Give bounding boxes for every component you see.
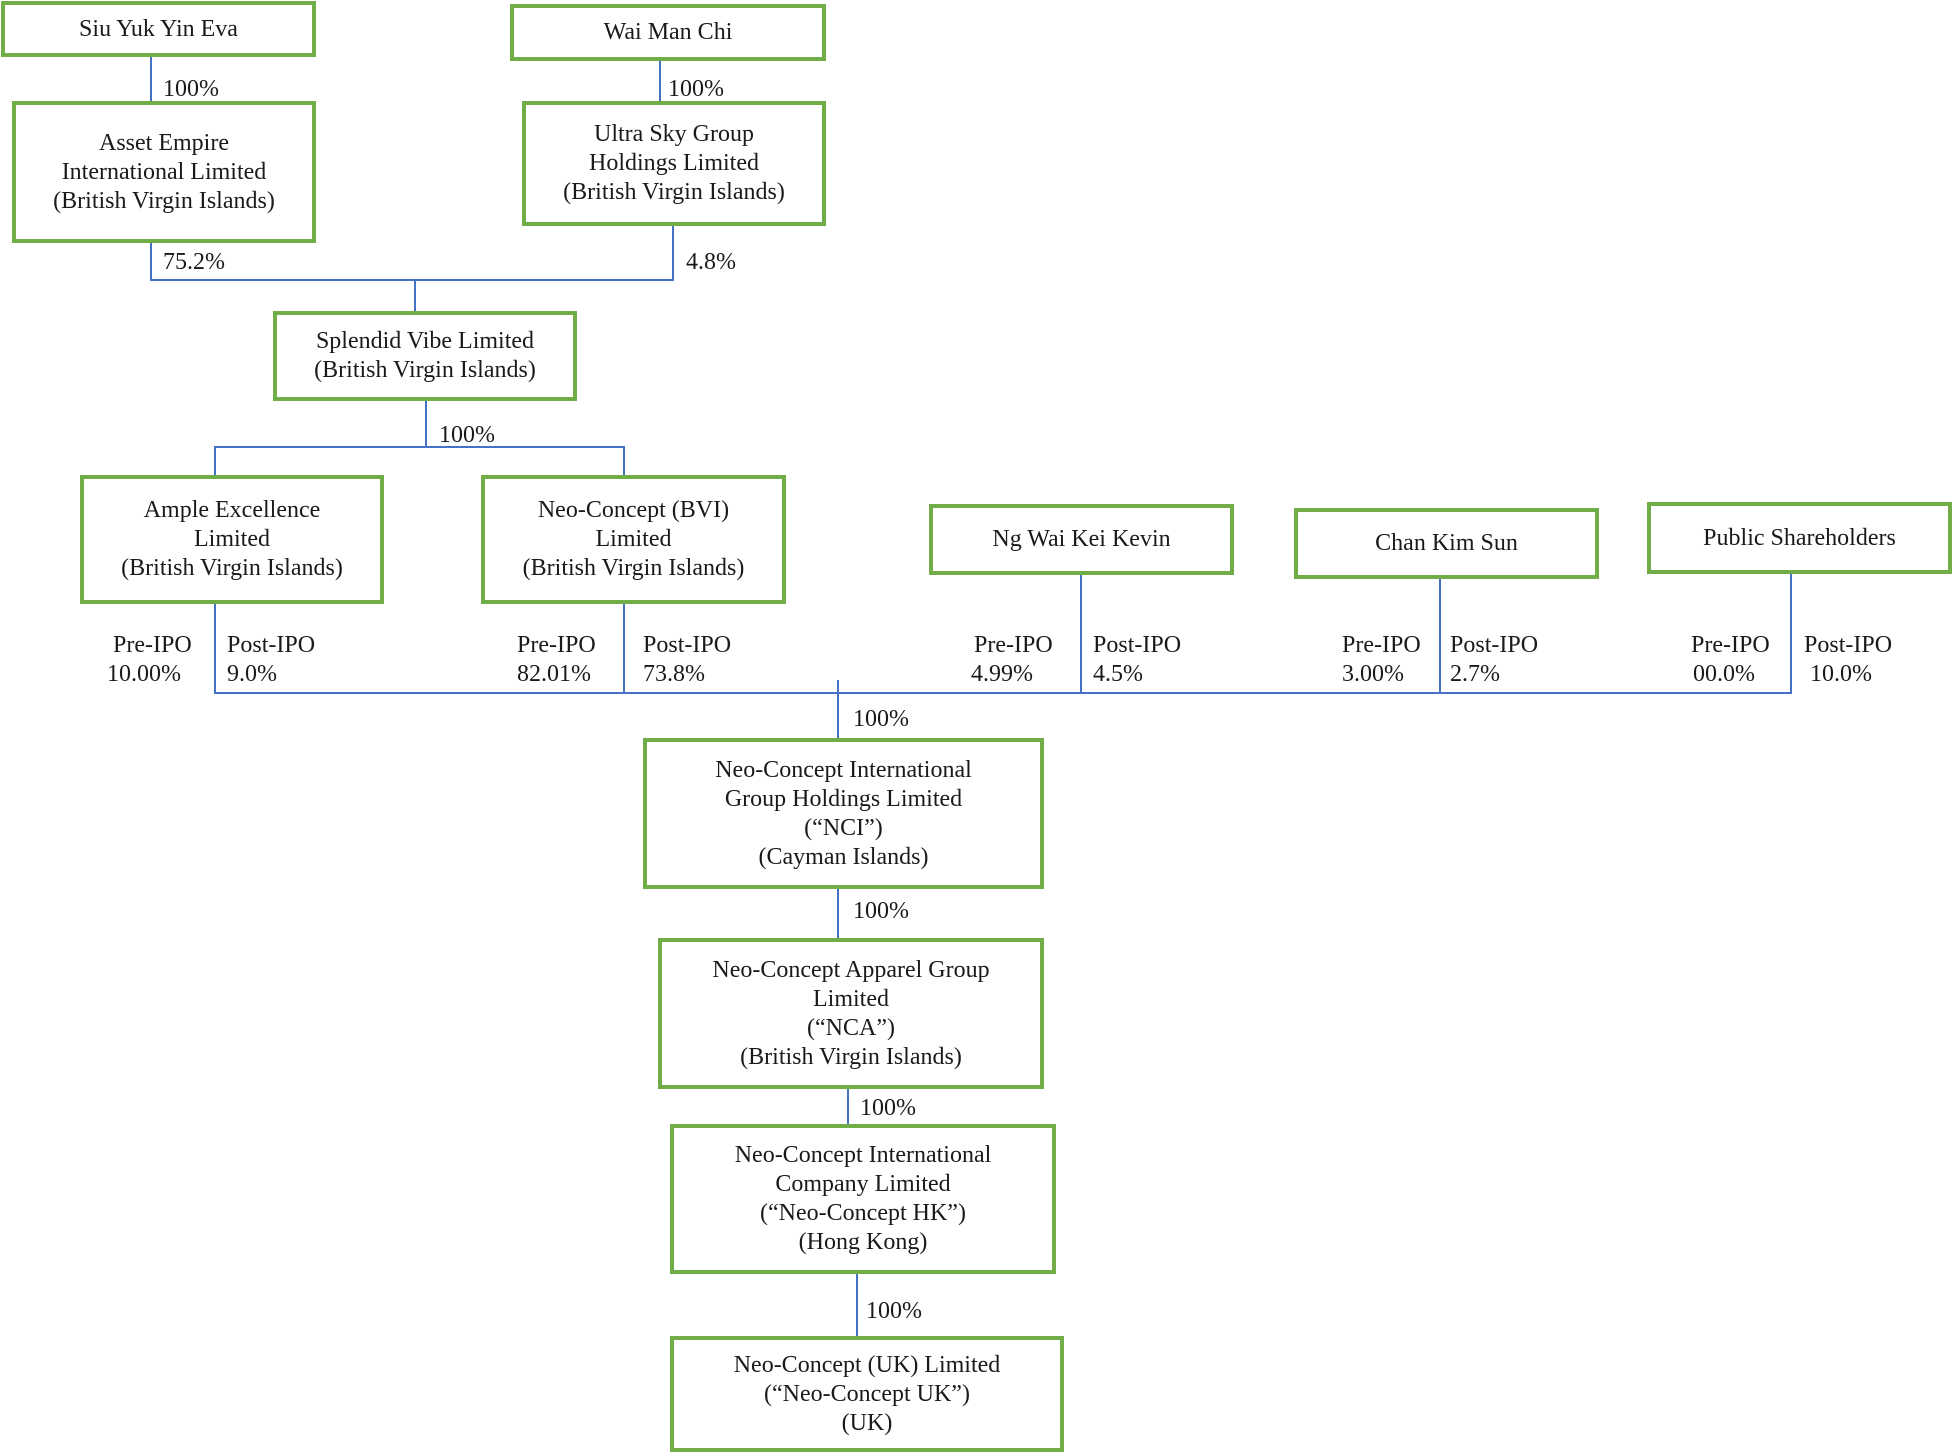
ng-pre-ipo-value: 4.99% xyxy=(971,661,1033,687)
pct-ultra-splendid: 4.8% xyxy=(686,249,736,275)
pct-nci-nca: 100% xyxy=(853,898,909,924)
entity-chan-kim-sun: Chan Kim Sun xyxy=(1294,508,1599,579)
pct-siu-asset: 100% xyxy=(163,76,219,102)
ample-post-ipo-label: Post-IPO xyxy=(227,632,316,658)
public-pre-ipo-value: 00.0% xyxy=(1693,661,1755,687)
neobvi-post-ipo-label: Post-IPO xyxy=(643,632,732,658)
entity-asset-empire: Asset Empire International Limited (Brit… xyxy=(12,101,316,243)
ample-pre-ipo-label: Pre-IPO xyxy=(113,632,192,658)
chan-pre-ipo-value: 3.00% xyxy=(1342,661,1404,687)
entity-splendid-vibe: Splendid Vibe Limited (British Virgin Is… xyxy=(273,311,577,401)
ample-post-ipo-value: 9.0% xyxy=(227,661,277,687)
pct-splendid-subs: 100% xyxy=(439,422,495,448)
neobvi-post-ipo-value: 73.8% xyxy=(643,661,705,687)
ng-post-ipo-value: 4.5% xyxy=(1093,661,1143,687)
entity-nca: Neo-Concept Apparel Group Limited (“NCA”… xyxy=(658,938,1044,1089)
entity-nci: Neo-Concept International Group Holdings… xyxy=(643,738,1044,889)
chan-post-ipo-value: 2.7% xyxy=(1450,661,1500,687)
public-pre-ipo-label: Pre-IPO xyxy=(1691,632,1770,658)
pct-nca-hk: 100% xyxy=(860,1095,916,1121)
neobvi-pre-ipo-label: Pre-IPO xyxy=(517,632,596,658)
pct-hk-uk: 100% xyxy=(866,1298,922,1324)
chan-pre-ipo-label: Pre-IPO xyxy=(1342,632,1421,658)
entity-wai-man-chi: Wai Man Chi xyxy=(510,4,826,61)
ng-pre-ipo-label: Pre-IPO xyxy=(974,632,1053,658)
ng-post-ipo-label: Post-IPO xyxy=(1093,632,1182,658)
entity-ultra-sky: Ultra Sky Group Holdings Limited (Britis… xyxy=(522,101,826,226)
ample-pre-ipo-value: 10.00% xyxy=(107,661,181,687)
line-shareholder-bus xyxy=(214,573,1792,694)
pct-asset-splendid: 75.2% xyxy=(163,249,225,275)
neobvi-pre-ipo-value: 82.01% xyxy=(517,661,591,687)
public-post-ipo-label: Post-IPO xyxy=(1804,632,1893,658)
line-holders-splendid xyxy=(150,226,674,281)
entity-public-shareholders: Public Shareholders xyxy=(1647,502,1952,574)
entity-neo-concept-hk: Neo-Concept International Company Limite… xyxy=(670,1124,1056,1274)
entity-neo-concept-uk: Neo-Concept (UK) Limited (“Neo-Concept U… xyxy=(670,1336,1064,1452)
entity-siu-yuk-yin-eva: Siu Yuk Yin Eva xyxy=(1,1,316,57)
entity-ample-excellence: Ample Excellence Limited (British Virgin… xyxy=(80,475,384,604)
line-splendid-subs xyxy=(214,446,625,477)
chan-post-ipo-label: Post-IPO xyxy=(1450,632,1539,658)
entity-ng-wai-kei-kevin: Ng Wai Kei Kevin xyxy=(929,504,1234,575)
pct-to-nci: 100% xyxy=(853,706,909,732)
entity-neo-concept-bvi: Neo-Concept (BVI) Limited (British Virgi… xyxy=(481,475,786,604)
pct-wai-ultra: 100% xyxy=(668,76,724,102)
public-post-ipo-value: 10.0% xyxy=(1810,661,1872,687)
